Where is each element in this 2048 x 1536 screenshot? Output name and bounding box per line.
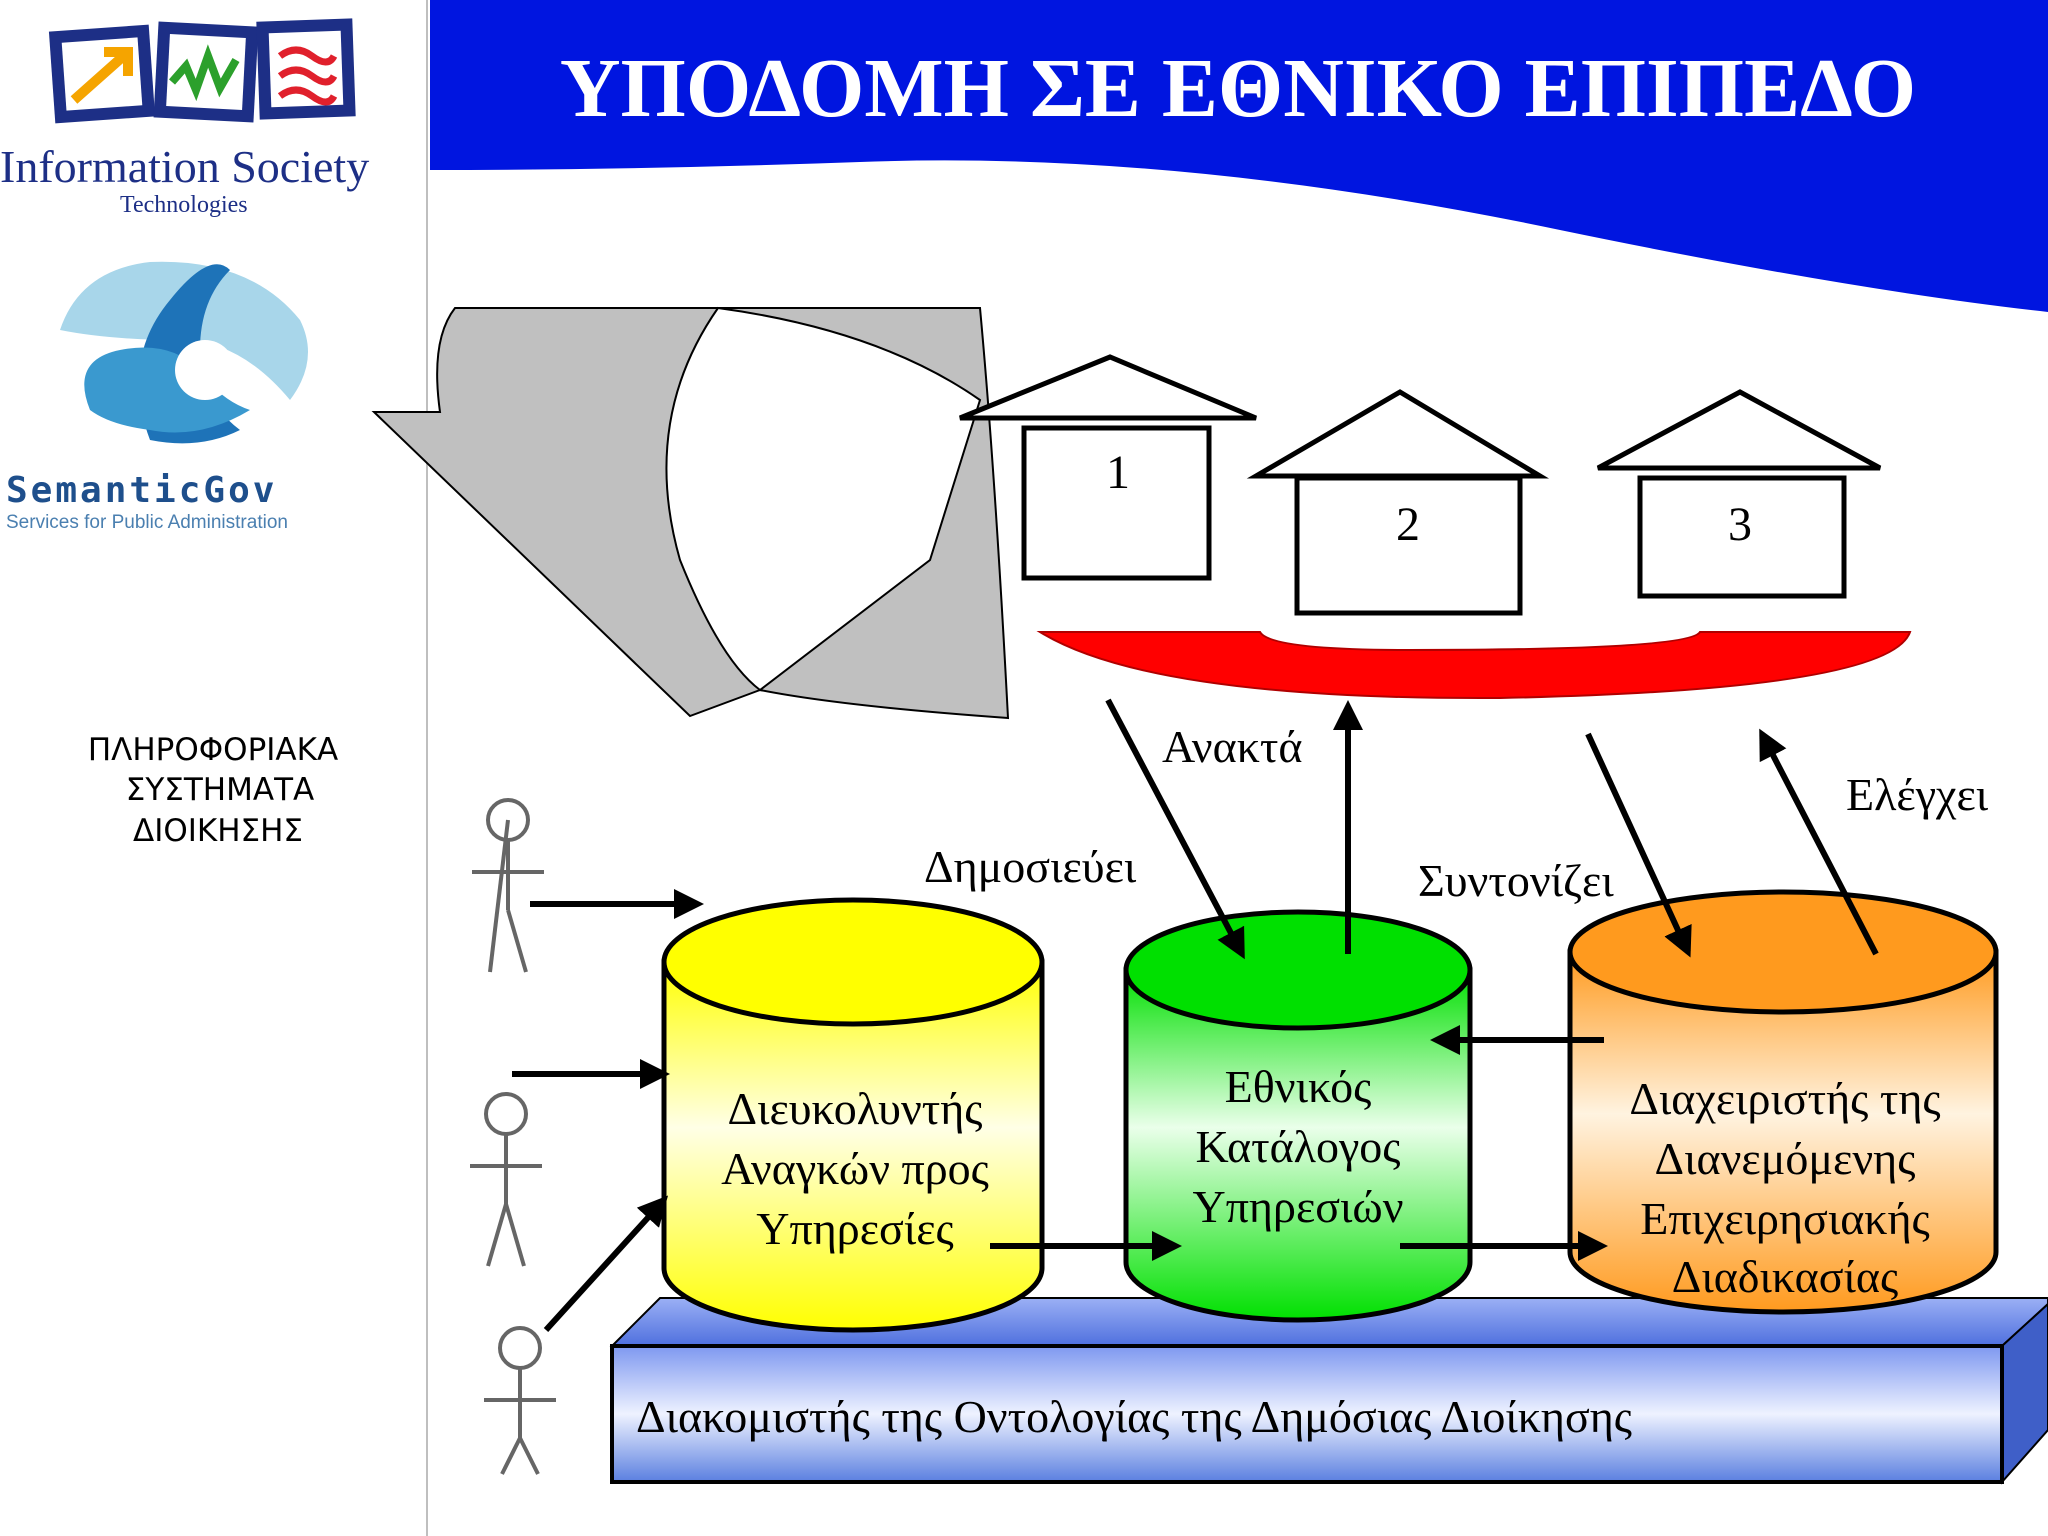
label-controls: Ελέγχει xyxy=(1846,769,1989,820)
ist-logo-icon xyxy=(48,18,356,124)
slide-title: ΥΠΟΔΟΜΗ ΣΕ ΕΘΝΙΚΟ ΕΠΙΠΕΔΟ xyxy=(560,42,1916,135)
label-publishes: Δημοσιεύει xyxy=(924,841,1137,892)
ontology-server-label: Διακομιστής της Οντολογίας της Δημόσιας … xyxy=(636,1391,1632,1442)
person-icon xyxy=(484,1326,556,1475)
house-1: 1 xyxy=(959,354,1257,581)
label-coordinates: Συντονίζει xyxy=(1418,855,1614,906)
label-retrieves: Ανακτά xyxy=(1162,721,1302,772)
person-icon xyxy=(472,798,544,973)
sidebar-caption-line2: ΣΥΣΤΗΜΑΤΑ xyxy=(126,772,314,808)
cylinder-label-line: Υπηρεσίες xyxy=(756,1203,953,1254)
house-number: 2 xyxy=(1396,498,1420,551)
cylinder-label-line: Διευκολυντής xyxy=(727,1083,982,1134)
cylinder-process-manager: Διαχειριστής της Διανεμόμενης Επιχειρησι… xyxy=(1567,889,1999,1315)
cylinder-label-line: Υπηρεσιών xyxy=(1192,1181,1403,1232)
cylinder-needs-facilitator: Διευκολυντής Αναγκών προς Υπηρεσίες xyxy=(661,897,1045,1333)
cylinder-national-directory: Εθνικός Κατάλογος Υπηρεσιών xyxy=(1123,909,1473,1323)
semanticgov-logo-icon xyxy=(60,261,308,444)
arrow-coordinates xyxy=(1585,732,1692,958)
cylinder-label-line: Κατάλογος xyxy=(1195,1121,1400,1172)
cylinder-label-line: Διαχειριστής της xyxy=(1629,1073,1940,1124)
semanticgov-tagline: Services for Public Administration xyxy=(6,512,288,533)
title-band xyxy=(430,0,2048,312)
arrow-publishes xyxy=(1105,698,1245,960)
ist-logo-line1: Information Society xyxy=(0,141,369,192)
semanticgov-name: SemanticGov xyxy=(6,470,277,511)
sidebar: Information Society Technologies Semanti… xyxy=(0,0,428,1536)
cylinder-label-line: Εθνικός xyxy=(1225,1061,1372,1112)
arrows xyxy=(512,698,1879,1333)
cylinder-label-line: Διανεμόμενης xyxy=(1655,1133,1916,1184)
person-icon xyxy=(470,1092,542,1267)
arrow-controls xyxy=(1759,728,1879,956)
cylinder-label-line: Διαδικασίας xyxy=(1672,1251,1898,1302)
sidebar-caption-line1: ΠΛΗΡΟΦΟΡΙΑΚΑ xyxy=(88,732,338,768)
cylinder-label-line: Επιχειρησιακής xyxy=(1640,1193,1930,1244)
ist-logo-line2: Technologies xyxy=(120,192,248,218)
house-2: 2 xyxy=(1246,389,1550,616)
house-number: 3 xyxy=(1728,498,1752,551)
cylinder-label-line: Αναγκών προς xyxy=(721,1143,989,1194)
house-3: 3 xyxy=(1596,389,1882,599)
ontology-server: Διακομιστής της Οντολογίας της Δημόσιας … xyxy=(609,1297,2048,1485)
arrow-person3-to-facilitator xyxy=(543,1195,669,1333)
house-number: 1 xyxy=(1106,446,1130,499)
sidebar-caption-line3: ΔΙΟΙΚΗΣΗΣ xyxy=(133,813,303,849)
red-connector-bar xyxy=(1036,631,1912,700)
curved-arrow-icon xyxy=(371,306,1010,720)
